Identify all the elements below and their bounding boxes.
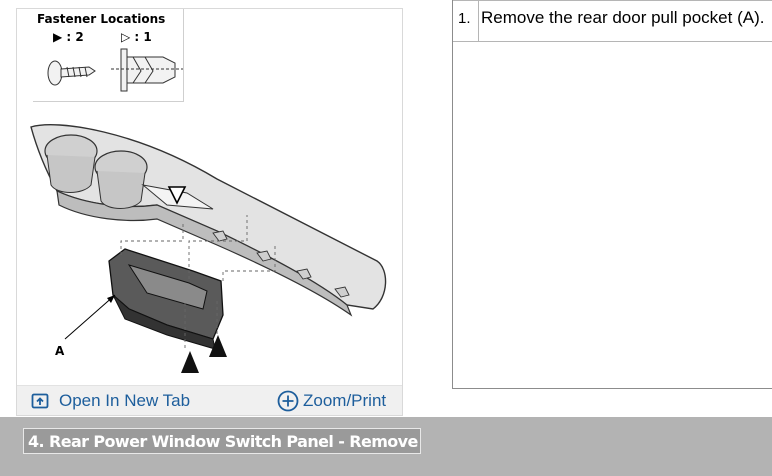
parts-drawing [30,124,387,373]
figure-panel: Fastener Locations ▶ : 2 ▷ : 1 A [16,8,403,416]
zoom-plus-icon [277,390,299,412]
step-row: 1. Remove the rear door pull pocket (A). [453,0,772,42]
fastener-filled-count: ▶ : 2 [53,30,84,44]
fastener-title: Fastener Locations [37,12,166,26]
open-in-new-tab-label: Open In New Tab [59,391,191,410]
fastener-drawings [47,48,183,92]
section-title[interactable]: 4. Rear Power Window Switch Panel - Remo… [23,428,421,454]
step-text: Remove the rear door pull pocket (A). [481,8,765,27]
step-number: 1. [453,1,479,42]
part-label-a: A [55,344,65,358]
fastener-open-count: ▷ : 1 [121,30,152,44]
parts-illustration[interactable]: Fastener Locations ▶ : 2 ▷ : 1 A [17,9,402,385]
open-in-new-tab-link[interactable]: Open In New Tab [31,390,190,412]
zoom-print-label: Zoom/Print [303,391,387,410]
step-table: 1. Remove the rear door pull pocket (A). [452,0,772,389]
clip-icon [111,48,183,92]
figure-link-bar: Open In New Tab Zoom/Print [17,385,402,415]
zoom-print-link[interactable]: Zoom/Print [277,390,386,412]
screw-icon [47,60,96,86]
section-header-bar: 4. Rear Power Window Switch Panel - Remo… [0,417,772,476]
open-in-new-tab-icon [31,392,49,410]
fastener-locations-box: Fastener Locations ▶ : 2 ▷ : 1 [33,9,184,102]
